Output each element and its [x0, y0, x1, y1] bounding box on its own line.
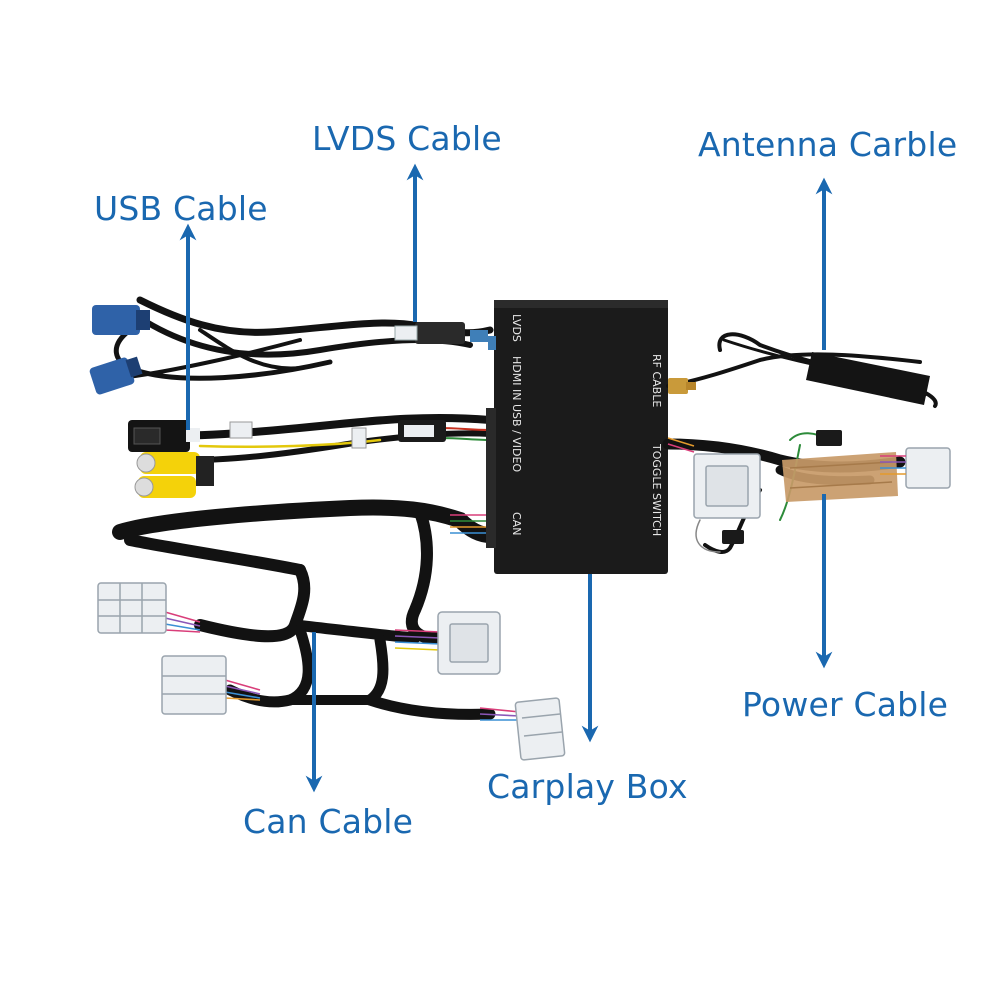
callout-lvds-cable: LVDS Cable: [312, 119, 502, 158]
antenna-module: [806, 352, 930, 405]
port-label-toggle-switch: TOGGLE SWITCH: [650, 444, 663, 537]
port-label-rf-cable: RF CABLE: [650, 354, 663, 408]
callout-arrows: [179, 163, 833, 793]
usb-plug: [128, 420, 200, 452]
lvds-connector: [394, 322, 488, 344]
blue-fakra-connector: [89, 305, 150, 395]
cable-tag: [229, 420, 446, 449]
white-harness-connector: [97, 582, 566, 761]
power-white-connector: [693, 447, 951, 519]
callout-usb-cable: USB Cable: [94, 189, 268, 228]
port-label-lvds: LVDS: [510, 314, 523, 342]
small-black-connector: [722, 430, 842, 544]
callout-carplay-box: Carplay Box: [487, 767, 688, 806]
callout-can-cable: Can Cable: [243, 802, 414, 841]
sma-connector: [668, 378, 696, 394]
callout-power-cable: Power Cable: [742, 685, 949, 724]
rca-connector: [134, 452, 214, 498]
wire-fan: [667, 437, 906, 475]
port-label-hdmi-in: HDMI IN: [510, 356, 523, 401]
carplay-box: [486, 300, 668, 574]
port-label-usb-video: USB / VIDEO: [510, 404, 523, 473]
tape-wrap: [782, 452, 898, 502]
port-label-can: CAN: [510, 512, 523, 536]
callout-antenna-cable: Antenna Carble: [698, 125, 958, 164]
wire-fan: [164, 514, 521, 721]
